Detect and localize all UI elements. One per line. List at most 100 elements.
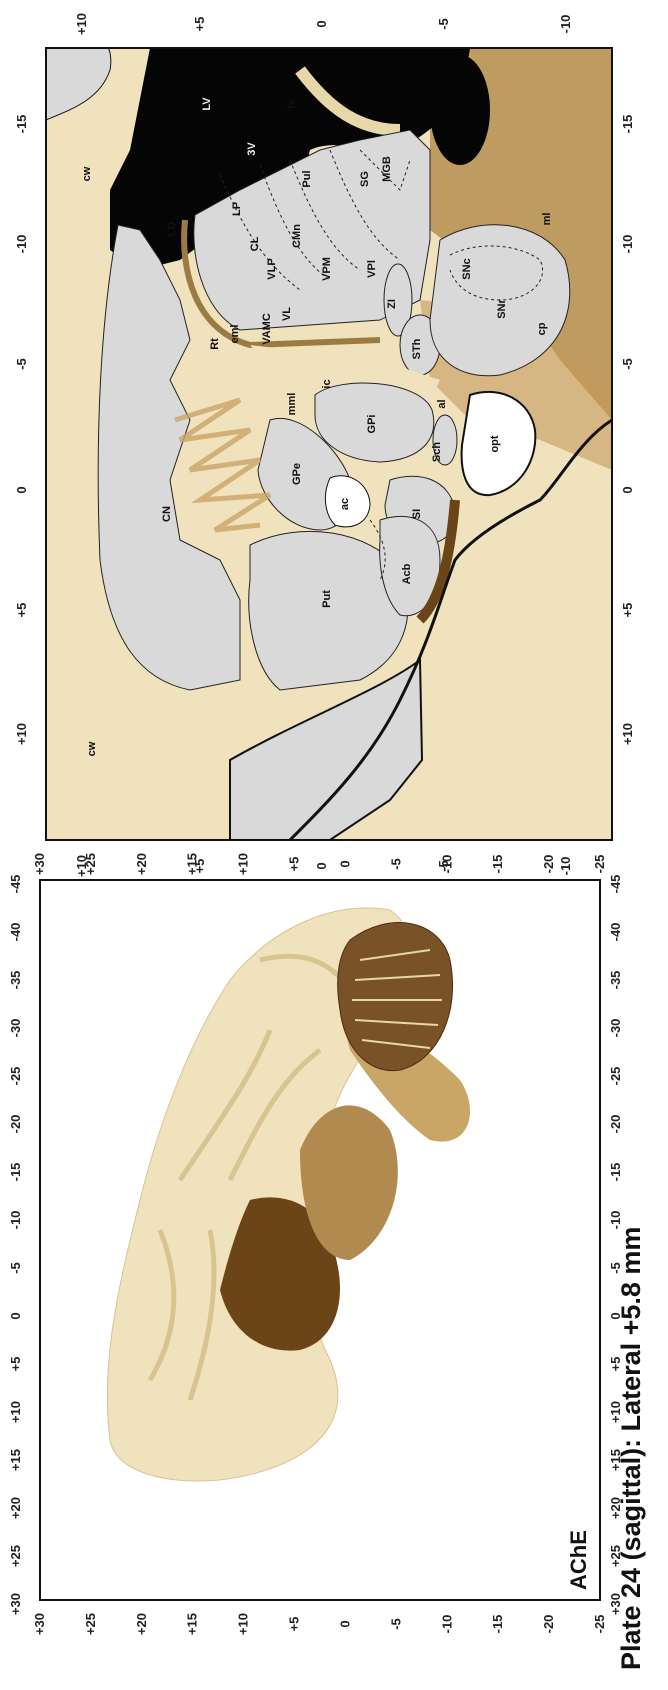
detail-tick-left: +5 <box>14 603 29 618</box>
region-label-ld: LD <box>166 222 178 237</box>
region-label-vpl: VPl <box>366 260 378 278</box>
detail-tick-left: 0 <box>14 486 29 493</box>
detail-panel: LVcwcwfx3VLDLPPulSGMGBCLCMnVLPVPMVPlVLZI… <box>14 13 635 877</box>
overview-tick-bottom: +5 <box>287 1617 302 1632</box>
region-label-rt: Rt <box>209 338 221 350</box>
overview-tick-bottom: -25 <box>592 1615 607 1634</box>
detail-tick-left: -5 <box>14 358 29 370</box>
region-label-al: al <box>436 399 448 408</box>
plate-title: Plate 24 (sagittal): Lateral +5.8 mm <box>616 1227 646 1670</box>
overview-tick-top: 0 <box>337 860 352 867</box>
detail-tick-top: -5 <box>436 18 451 30</box>
overview-tick-bottom: 0 <box>337 1620 352 1627</box>
region-label-cl: CL <box>249 236 261 251</box>
detail-tick-top: +10 <box>74 13 89 35</box>
overview-tick-top: +10 <box>236 853 251 875</box>
stain-label: AChE <box>566 1530 591 1590</box>
region-label-pul: Pul <box>301 170 313 187</box>
detail-tick-right: -15 <box>620 115 635 134</box>
detail-tick-left: -15 <box>14 115 29 134</box>
detail-tick-bottom: -10 <box>558 857 573 876</box>
region-label-cw_bottom: cw <box>86 741 98 756</box>
region-label-si: SI <box>411 509 423 519</box>
overview-tick-left: -40 <box>8 923 23 942</box>
overview-tick-top: -25 <box>592 855 607 874</box>
overview-tick-top: +25 <box>83 853 98 875</box>
overview-tick-bottom: +25 <box>83 1613 98 1635</box>
overview-tick-left: +15 <box>8 1449 23 1471</box>
region-label-sth: STh <box>411 338 423 359</box>
overview-tick-left: 0 <box>8 1312 23 1319</box>
region-label-zi: ZI <box>386 299 398 309</box>
region-label-lp: LP <box>231 202 243 216</box>
overview-tick-left: +5 <box>8 1357 23 1372</box>
detail-tick-top: -10 <box>558 15 573 34</box>
overview-tick-top: +5 <box>287 857 302 872</box>
region-label-lv: LV <box>201 97 213 111</box>
detail-tick-bottom: 0 <box>314 862 329 869</box>
overview-tick-bottom: +15 <box>185 1613 200 1635</box>
detail-tick-right: -5 <box>620 358 635 370</box>
region-label-gpi: GPi <box>366 415 378 434</box>
region-label-gpe: GPe <box>291 463 303 485</box>
region-label-opt: opt <box>489 435 501 452</box>
overview-tick-left: +10 <box>8 1401 23 1423</box>
overview-tick-bottom: +30 <box>32 1613 47 1635</box>
overview-tick-bottom: -15 <box>490 1615 505 1634</box>
region-label-cn: CN <box>161 506 173 522</box>
overview-tick-left: -30 <box>8 1019 23 1038</box>
overview-tick-left: -20 <box>8 1115 23 1134</box>
region-label-cp: cp <box>536 322 548 335</box>
overview-tick-right: -45 <box>608 875 623 894</box>
overview-tick-bottom: +10 <box>236 1613 251 1635</box>
overview-tick-left: -15 <box>8 1163 23 1182</box>
detail-tick-top: 0 <box>314 20 329 27</box>
region-label-acb: Acb <box>401 563 413 584</box>
region-label-cmn: CMn <box>291 224 303 248</box>
detail-tick-top: +5 <box>192 17 207 32</box>
region-label-mgb: MGB <box>381 156 393 182</box>
region-label-3v: 3V <box>246 142 258 156</box>
detail-tick-right: 0 <box>620 486 635 493</box>
overview-tick-top: -10 <box>439 855 454 874</box>
region-label-mml: mml <box>286 393 298 416</box>
overview-tick-top: -20 <box>541 855 556 874</box>
overview-tick-left: -10 <box>8 1211 23 1230</box>
region-label-fx: fx <box>286 98 298 109</box>
overview-tick-left: -35 <box>8 971 23 990</box>
region-label-vlp: VLP <box>266 258 278 279</box>
overview-tick-bottom: -5 <box>388 1618 403 1630</box>
region-label-vl: VL <box>281 307 293 321</box>
overview-tick-top: +15 <box>185 853 200 875</box>
overview-tick-left: +20 <box>8 1497 23 1519</box>
region-label-sch: Sch <box>431 442 443 462</box>
overview-tick-left: -5 <box>8 1262 23 1274</box>
region-label-vamc: VAMC <box>261 313 273 345</box>
overview-tick-right: -15 <box>608 1163 623 1182</box>
overview-tick-left: +30 <box>8 1593 23 1615</box>
overview-tick-left: -25 <box>8 1067 23 1086</box>
overview-tick-bottom: -10 <box>439 1615 454 1634</box>
overview-tick-bottom: +20 <box>134 1613 149 1635</box>
overview-tick-bottom: -20 <box>541 1615 556 1634</box>
region-label-snr: SNr <box>496 299 508 319</box>
overview-tick-right: -40 <box>608 923 623 942</box>
overview-tick-right: -30 <box>608 1019 623 1038</box>
region-label-ml: ml <box>541 213 553 226</box>
region-label-ac: ac <box>339 498 351 510</box>
region-label-put: Put <box>321 590 333 608</box>
region-label-ic: ic <box>321 379 333 388</box>
region-label-eml: eml <box>229 325 241 344</box>
overview-tick-top: -15 <box>490 855 505 874</box>
overview-tick-left: -45 <box>8 875 23 894</box>
region-label-sg: SG <box>359 171 371 187</box>
detail-tick-right: +10 <box>620 723 635 745</box>
overview-tick-top: +30 <box>32 853 47 875</box>
detail-tick-left: -10 <box>14 235 29 254</box>
ventricle-blob-right <box>430 55 490 165</box>
region-label-cw_top: cw <box>81 166 93 181</box>
detail-tick-right: +5 <box>620 603 635 618</box>
overview-tick-top: +20 <box>134 853 149 875</box>
overview-tick-top: -5 <box>388 858 403 870</box>
